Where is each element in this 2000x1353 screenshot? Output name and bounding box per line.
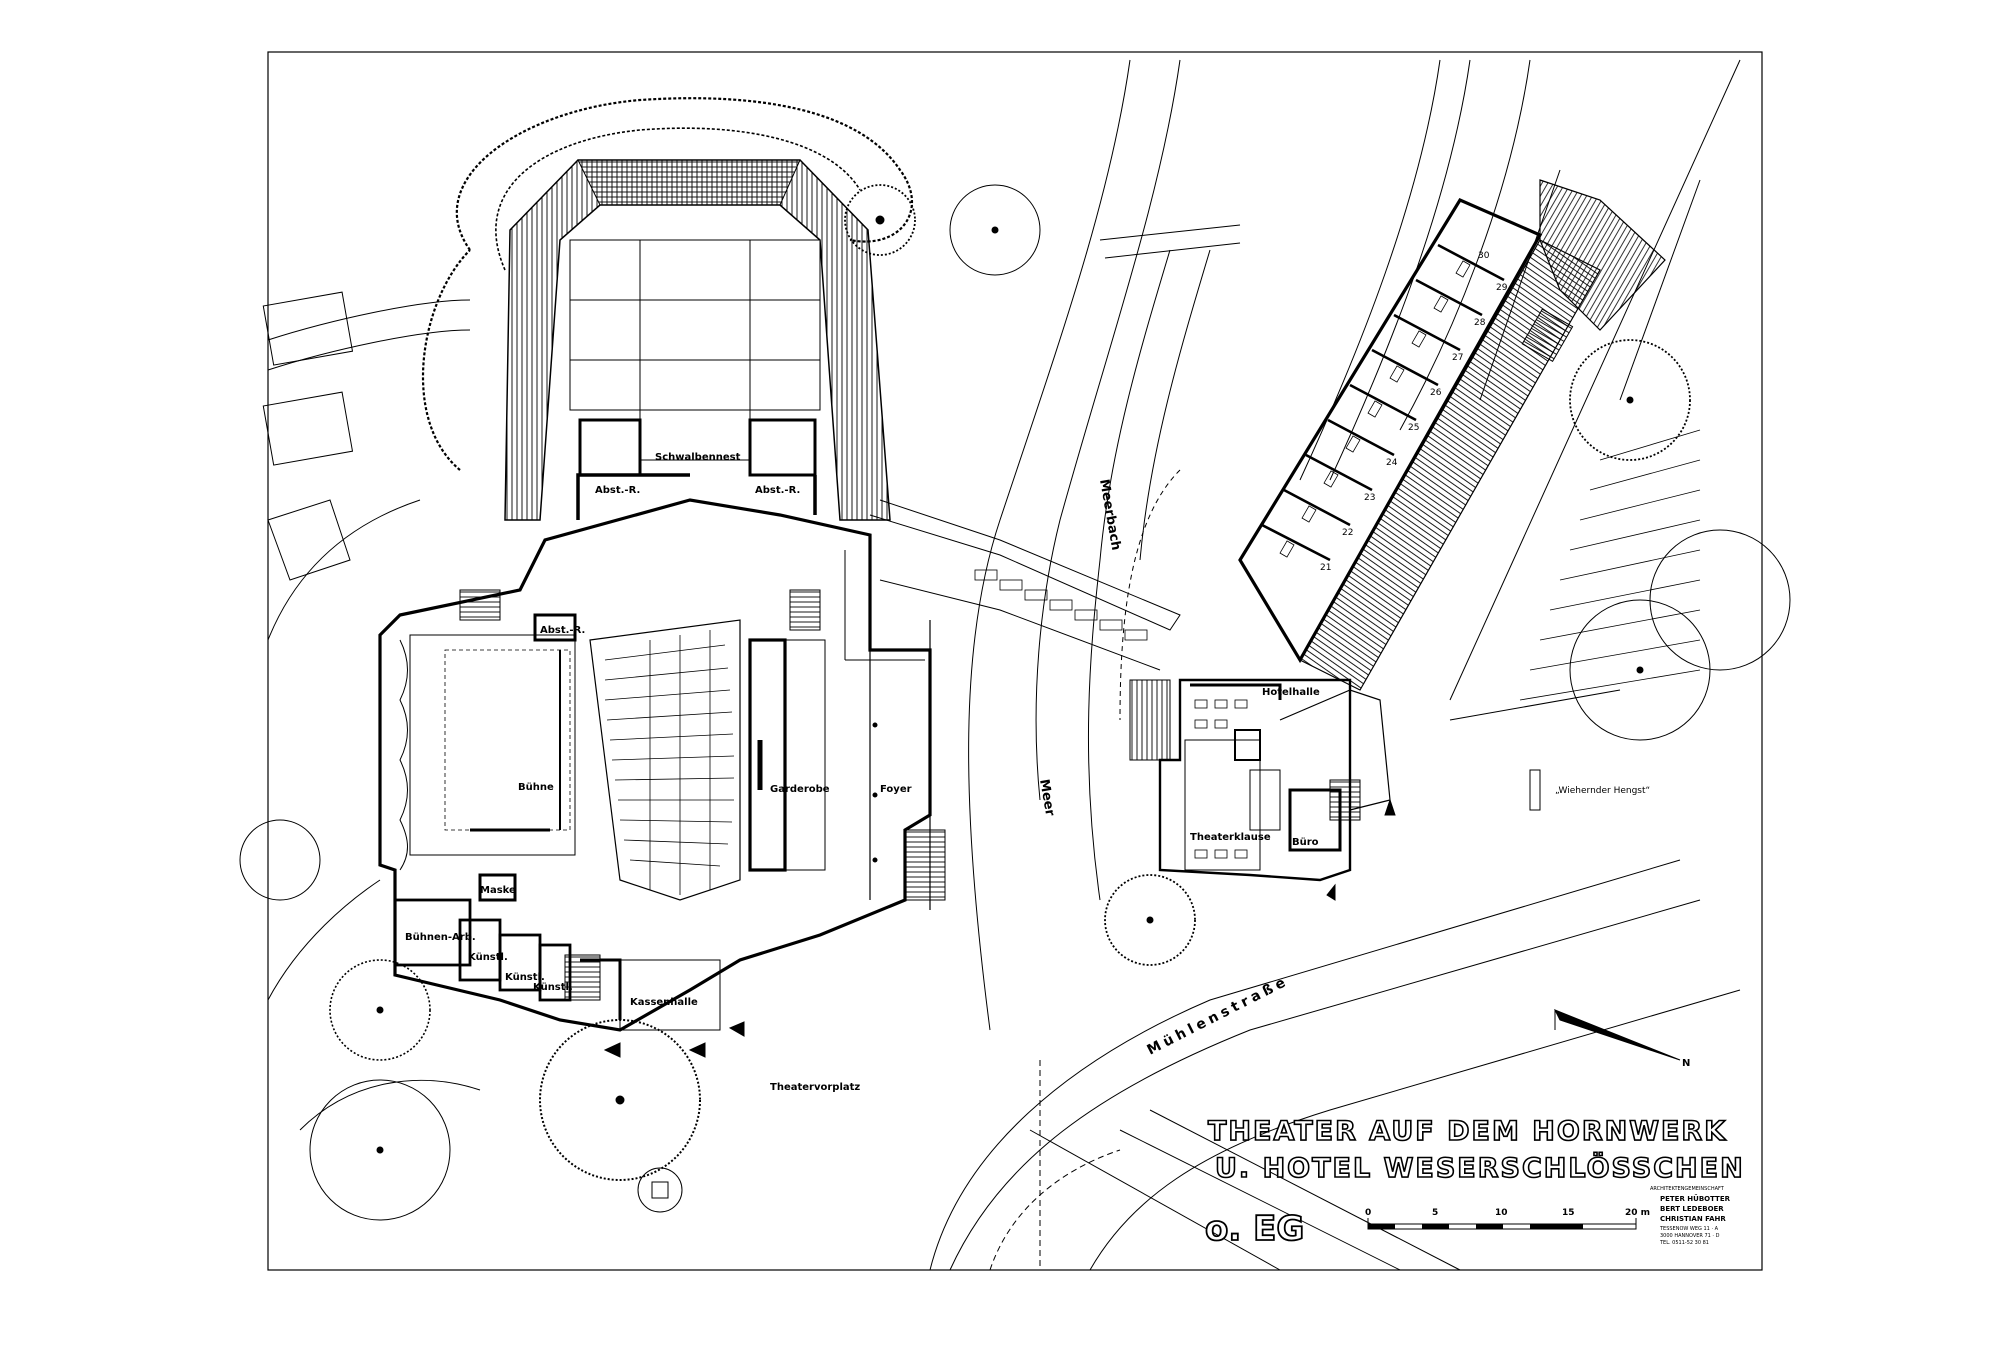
room-label-schwalbennest: Schwalbennest	[655, 452, 741, 463]
architect-name-2: BERT LEDEBOER	[1660, 1205, 1724, 1213]
hotel-room-24: 24	[1386, 458, 1398, 468]
room-label-wiehernder-hengst: „Wiehernder Hengst“	[1555, 786, 1650, 796]
architects-header: ARCHITEKTENGEMEINSCHAFT	[1650, 1186, 1725, 1192]
scale-tick-5: 5	[1432, 1208, 1438, 1218]
room-label-theaterklause: Theaterklause	[1190, 832, 1271, 843]
architect-address-1: TESSENOW WEG 11 · A	[1659, 1226, 1719, 1232]
room-label-kuenstl-3: Künstl.	[533, 982, 573, 993]
room-label-abst-r-right: Abst.-R.	[755, 485, 800, 496]
open-air-stage	[504, 159, 891, 521]
hotel-room-23: 23	[1364, 493, 1375, 503]
room-label-abst-r-stage: Abst.-R.	[540, 625, 585, 636]
floor-label: o. EG	[1205, 1209, 1304, 1249]
room-label-theatervorplatz: Theatervorplatz	[770, 1082, 860, 1093]
title-line-1: THEATER AUF DEM HORNWERK	[1208, 1116, 1727, 1147]
water-label-meer: Meer	[1036, 778, 1057, 818]
hotel-room-29: 29	[1496, 283, 1508, 293]
hotel-room-22: 22	[1342, 528, 1353, 538]
room-label-buehne: Bühne	[518, 782, 554, 793]
room-label-kassenhalle: Kassenhalle	[630, 997, 698, 1008]
scale-tick-20: 20 m	[1625, 1208, 1650, 1218]
hotel-room-26: 26	[1430, 388, 1442, 398]
architect-address-3: TEL. 0511-52 30 81	[1659, 1240, 1709, 1246]
room-label-kuenstl-2: Künstl.	[505, 972, 545, 983]
hotel-room-27: 27	[1452, 353, 1463, 363]
scale-tick-15: 15	[1562, 1208, 1575, 1218]
architect-address-2: 3000 HANNOVER 71 · D	[1660, 1233, 1720, 1239]
title-line-2: U. HOTEL WESERSCHLÖSSCHEN	[1215, 1151, 1745, 1184]
room-label-foyer: Foyer	[880, 784, 912, 795]
drawing-frame	[267, 51, 1763, 1271]
site-landscape	[239, 59, 1791, 1271]
hotel-room-25: 25	[1408, 423, 1419, 433]
connecting-walkway	[869, 499, 1181, 901]
theater-building	[378, 498, 932, 1058]
scale-tick-0: 0	[1365, 1208, 1371, 1218]
water-label-meerbach: Meerbach	[1096, 478, 1123, 552]
room-label-abst-r-left: Abst.-R.	[595, 485, 640, 496]
hotel-room-30: 30	[1478, 251, 1490, 261]
scale-bar	[1367, 1218, 1637, 1230]
scale-tick-10: 10	[1495, 1208, 1508, 1218]
architect-name-1: PETER HÜBOTTER	[1660, 1194, 1731, 1203]
room-label-kuenstl-1: Künstl.	[468, 952, 508, 963]
north-arrow-icon	[1553, 1009, 1681, 1061]
hotel-room-28: 28	[1474, 318, 1486, 328]
room-label-hotelhalle: Hotelhalle	[1262, 687, 1320, 698]
north-label: N	[1682, 1058, 1690, 1069]
room-label-maske: Maske	[480, 885, 516, 896]
hotel-room-21: 21	[1320, 563, 1331, 573]
hotel-building	[1129, 179, 1666, 901]
room-label-buero: Büro	[1292, 837, 1319, 848]
room-label-buehnen-arb: Bühnen-Arb.	[405, 932, 476, 943]
street-label-muehlenstrasse: Mühlenstraße	[1145, 973, 1292, 1059]
architect-name-3: CHRISTIAN FAHR	[1660, 1215, 1726, 1223]
room-label-garderobe: Garderobe	[770, 784, 830, 795]
